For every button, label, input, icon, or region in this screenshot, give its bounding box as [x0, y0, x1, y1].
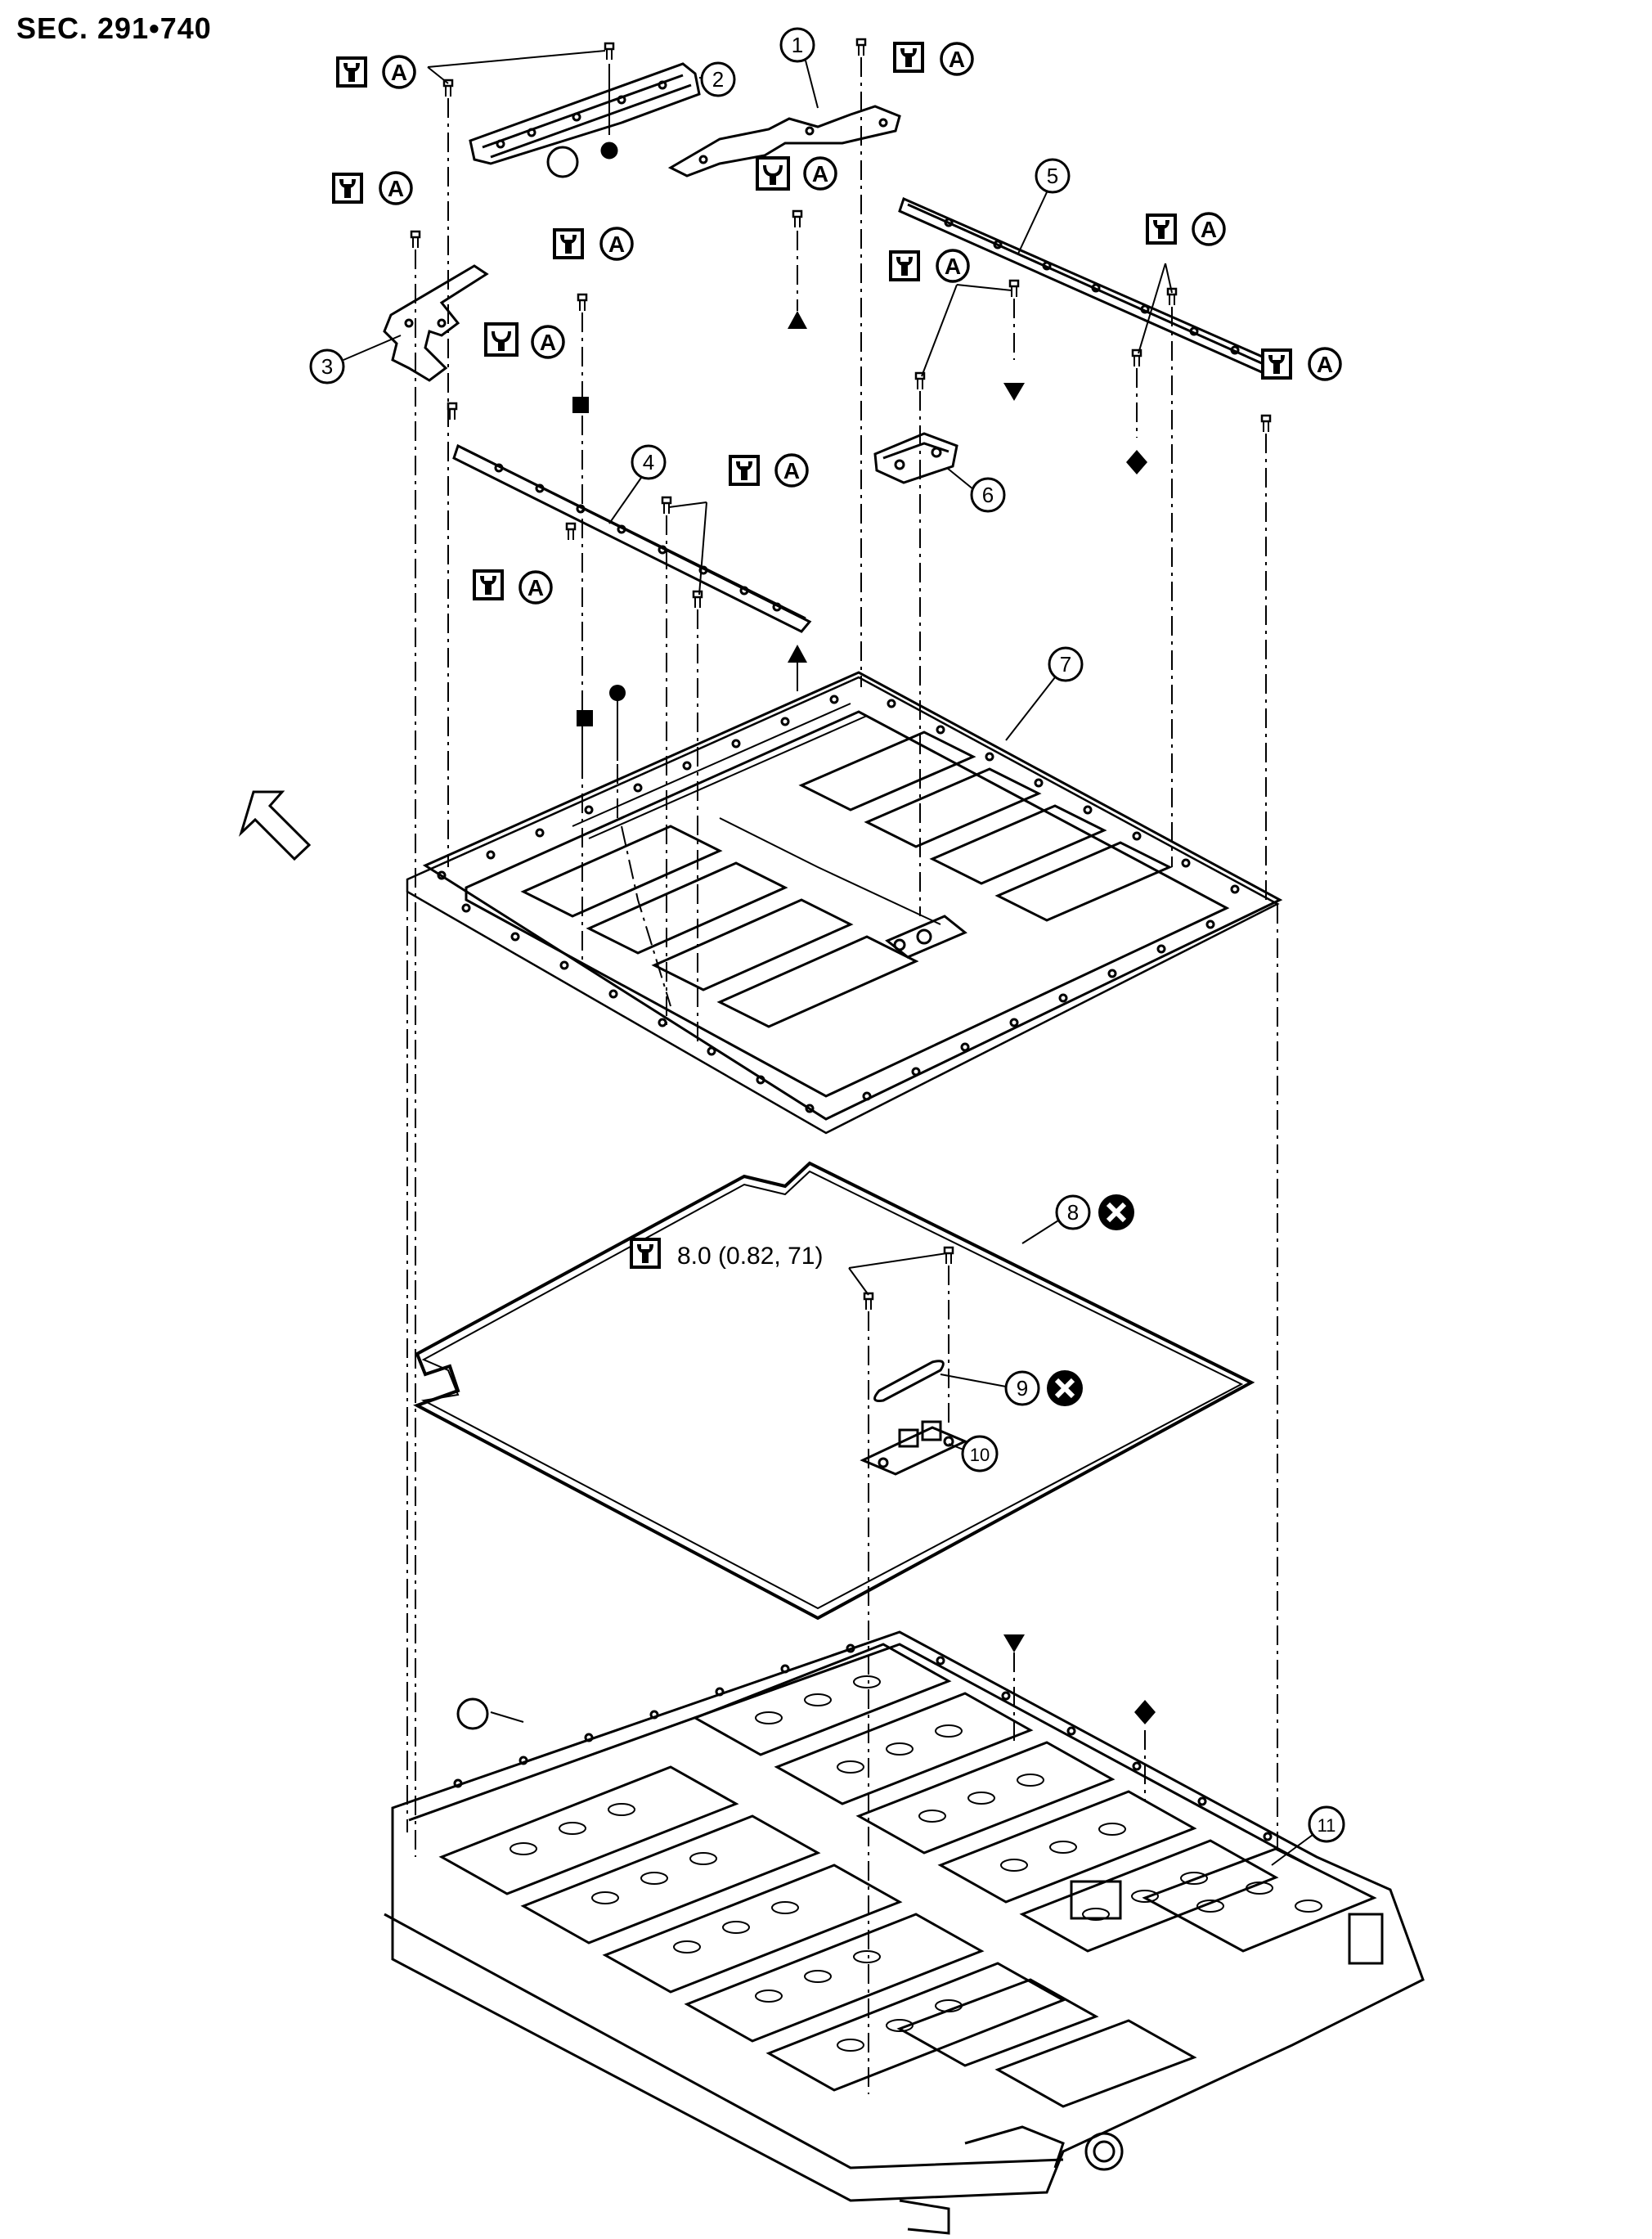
svg-text:3: 3 — [321, 354, 333, 379]
svg-text:11: 11 — [1318, 1815, 1336, 1836]
callout-5: 5 — [1017, 158, 1071, 254]
torque-wrench-icon — [1146, 214, 1177, 245]
diamond-mark — [1134, 1700, 1156, 1724]
triangle-mark — [788, 311, 807, 329]
callout-9: 9 — [940, 1370, 1040, 1406]
torque-ref-a — [774, 453, 809, 488]
circle-mark — [609, 685, 626, 701]
open-circle-mark — [456, 1697, 489, 1730]
bracket-6 — [873, 432, 958, 484]
inverted-triangle-mark — [1003, 1634, 1025, 1652]
torque-spec: 8.0 (0.82, 71) — [677, 1243, 823, 1270]
square-mark — [572, 397, 589, 413]
bracket-3 — [383, 264, 489, 382]
battery-pack-11 — [384, 1630, 1425, 2235]
torque-ref-a — [379, 171, 413, 205]
callout-8: 8 — [1021, 1194, 1091, 1244]
torque-ref-a — [803, 156, 837, 191]
gasket-8 — [413, 1161, 1255, 1621]
svg-text:5: 5 — [1047, 164, 1058, 188]
seal-9 — [873, 1360, 945, 1402]
callout-4: 4 — [608, 444, 667, 524]
bracket-4 — [452, 443, 812, 633]
svg-text:10: 10 — [970, 1445, 990, 1465]
torque-ref-a — [936, 249, 970, 283]
torque-ref-a — [940, 42, 974, 76]
svg-text:7: 7 — [1060, 652, 1071, 677]
square-mark — [577, 710, 593, 726]
torque-wrench-icon — [630, 1238, 661, 1269]
callout-1: 1 — [779, 27, 819, 109]
callout-7: 7 — [1005, 646, 1084, 741]
front-direction-arrow-icon — [238, 790, 312, 861]
torque-ref-a — [1192, 212, 1226, 246]
connector-plate-10 — [860, 1420, 968, 1476]
open-circle-mark — [546, 146, 579, 178]
torque-ref-a — [518, 570, 553, 605]
svg-text:8: 8 — [1067, 1200, 1079, 1225]
svg-text:2: 2 — [712, 67, 724, 92]
torque-wrench-icon — [889, 250, 920, 281]
torque-ref-a — [382, 55, 416, 89]
torque-wrench-icon — [729, 455, 760, 486]
callout-11: 11 — [1271, 1805, 1345, 1866]
tightening-sequence-icon — [484, 322, 518, 357]
svg-text:4: 4 — [643, 450, 654, 474]
torque-wrench-icon — [893, 42, 924, 73]
upper-cover-plate-7 — [406, 671, 1283, 1135]
do-not-reuse-icon — [1047, 1370, 1083, 1406]
bracket-1 — [667, 105, 901, 178]
diamond-mark — [1126, 450, 1147, 474]
torque-wrench-icon — [1261, 348, 1292, 380]
circle-mark — [600, 142, 618, 160]
tightening-sequence-icon — [756, 156, 790, 191]
bracket-2 — [469, 62, 701, 165]
callout-10: 10 — [948, 1435, 999, 1472]
inverted-triangle-mark — [1003, 383, 1025, 401]
svg-text:9: 9 — [1017, 1376, 1028, 1400]
section-code: SEC. 291•740 — [16, 11, 212, 45]
do-not-reuse-icon — [1098, 1194, 1134, 1230]
callout-6: 6 — [946, 467, 1006, 513]
torque-ref-a — [1308, 347, 1342, 381]
triangle-mark — [788, 645, 807, 663]
torque-wrench-icon — [336, 56, 367, 88]
torque-wrench-icon — [473, 569, 504, 600]
torque-ref-a — [599, 227, 634, 261]
svg-text:1: 1 — [792, 33, 803, 57]
torque-wrench-icon — [332, 173, 363, 204]
callout-2: 2 — [700, 61, 736, 97]
callout-3: 3 — [309, 335, 402, 384]
torque-ref-a — [531, 325, 565, 359]
svg-text:6: 6 — [982, 483, 994, 507]
torque-wrench-icon — [553, 228, 584, 259]
